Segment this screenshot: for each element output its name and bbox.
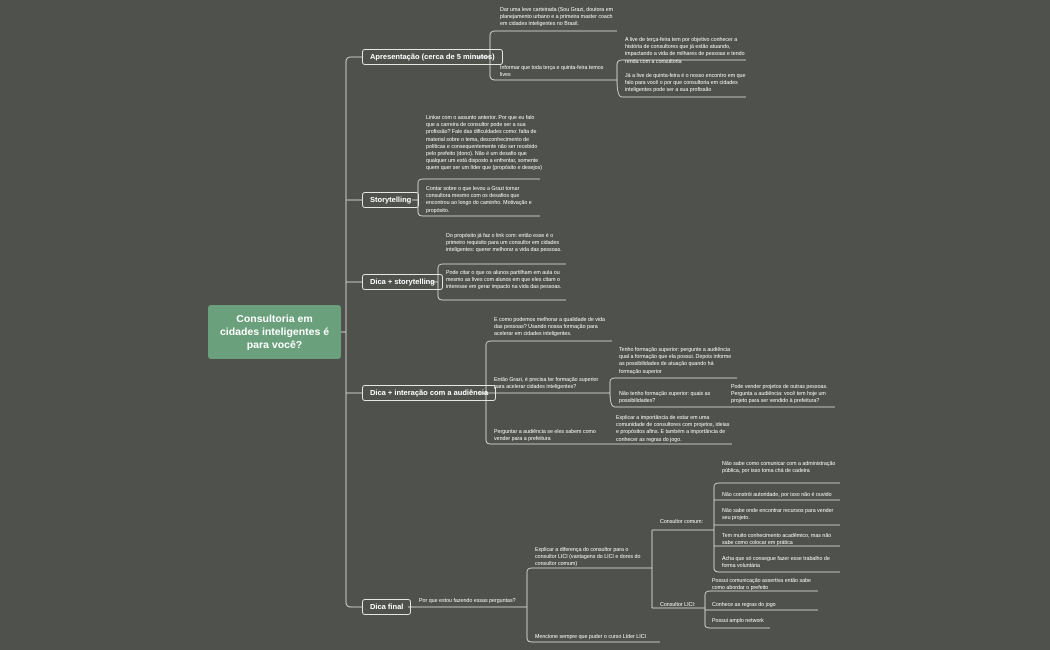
link-di-1 xyxy=(485,340,612,346)
topic-storytelling[interactable]: Storytelling xyxy=(362,192,420,208)
note-interacao-2b1[interactable]: Pode vender projetos de outras pessoas. … xyxy=(731,384,828,405)
note-comum-5[interactable]: Acha que só consegue fazer esse trabalho… xyxy=(722,556,830,570)
note-interacao-2a[interactable]: Tenho formação superior: pergunte a audi… xyxy=(619,347,732,375)
link-df-1b xyxy=(526,637,660,643)
note-final-1a[interactable]: Explicar a diferença do consultor para o… xyxy=(535,547,641,568)
link-ds-2 xyxy=(437,295,566,301)
note-lici-2[interactable]: Conhece as regras do jogo xyxy=(712,602,776,608)
link-apr-2a xyxy=(616,59,746,66)
topic-dica-interacao[interactable]: Dica + interação com a audiência xyxy=(362,385,497,401)
note-dica-storytelling-1[interactable]: Do propósito já faz o link com: então es… xyxy=(446,233,562,254)
root-topic[interactable]: Consultoria em cidades inteligentes é pa… xyxy=(208,305,341,359)
link-apr-a xyxy=(489,30,500,37)
note-storytelling-1[interactable]: Linkar com o assunto anterior. Por que e… xyxy=(426,115,543,172)
link-comum-5 xyxy=(713,567,840,573)
topic-dica-final[interactable]: Dica final xyxy=(362,599,412,615)
note-comum-3[interactable]: Não sabe onde encontrar recursos para ve… xyxy=(722,508,834,522)
note-apresentacao-1[interactable]: Dar uma leve carteirada (Sou Grazi, dout… xyxy=(500,7,614,28)
note-lici-1[interactable]: Possui comunicação assertiva então sabe … xyxy=(712,578,811,592)
note-apresentacao-2a[interactable]: A live de terça-feira tem por objetivo c… xyxy=(625,37,745,65)
note-final-1[interactable]: Por que estou fazendo essas perguntas? xyxy=(419,598,516,604)
link-lici-3 xyxy=(704,624,770,629)
link-di-2b xyxy=(609,392,728,408)
link-lici-1 xyxy=(704,590,818,596)
link-topic-final xyxy=(345,601,362,608)
note-lici-3[interactable]: Possui amplo network xyxy=(712,618,764,624)
note-apresentacao-2[interactable]: Informar que toda terça e quinta-feira t… xyxy=(500,65,604,79)
link-topic-apresentacao xyxy=(345,56,362,63)
link-story-2 xyxy=(417,211,540,217)
link-di-3 xyxy=(485,439,610,445)
link-df-1a xyxy=(526,567,652,573)
link-di-2a xyxy=(609,377,737,383)
note-dica-storytelling-2[interactable]: Pode citar o que os alunos partilham em … xyxy=(446,270,562,291)
link-apr-2b xyxy=(616,79,746,98)
note-comum-4[interactable]: Tem muito conhecimento acadêmico, mas nã… xyxy=(722,533,832,547)
note-storytelling-2[interactable]: Contar sobre o que levou a Grazi tornar … xyxy=(426,186,532,214)
topic-dica-storytelling[interactable]: Dica + storytelling xyxy=(362,274,443,290)
note-interacao-1[interactable]: E como podemos melhorar a qualidade de v… xyxy=(494,317,606,338)
note-consultor-comum[interactable]: Consultor comum: xyxy=(660,519,703,525)
link-comum-1 xyxy=(713,482,840,488)
note-interacao-2b[interactable]: Não tenho formação superior: quais as po… xyxy=(619,391,711,405)
note-interacao-3[interactable]: Perguntar a audiência se eles sabem como… xyxy=(494,429,596,443)
note-interacao-2[interactable]: Então Grazi, é precisa ter formação supe… xyxy=(494,377,599,391)
note-comum-1[interactable]: Não sabe como comunicar com a administra… xyxy=(722,461,836,475)
link-apr-b xyxy=(489,74,617,81)
note-final-1b[interactable]: Mencione sempre que puder o curso Líder … xyxy=(535,634,647,640)
link-story-1 xyxy=(417,178,540,184)
topic-apresentacao[interactable]: Apresentação (cerca de 5 minutos) xyxy=(362,49,503,65)
note-interacao-3a[interactable]: Explicar a importância de estar em uma c… xyxy=(616,415,730,443)
note-consultor-lici[interactable]: Consultor LICI: xyxy=(660,602,696,608)
note-comum-2[interactable]: Não constrói autoridade, por isso não é … xyxy=(722,492,832,498)
link-ds-1 xyxy=(437,263,566,269)
note-apresentacao-2b[interactable]: Já a live de quinta-feira é o nosso enco… xyxy=(625,73,746,94)
